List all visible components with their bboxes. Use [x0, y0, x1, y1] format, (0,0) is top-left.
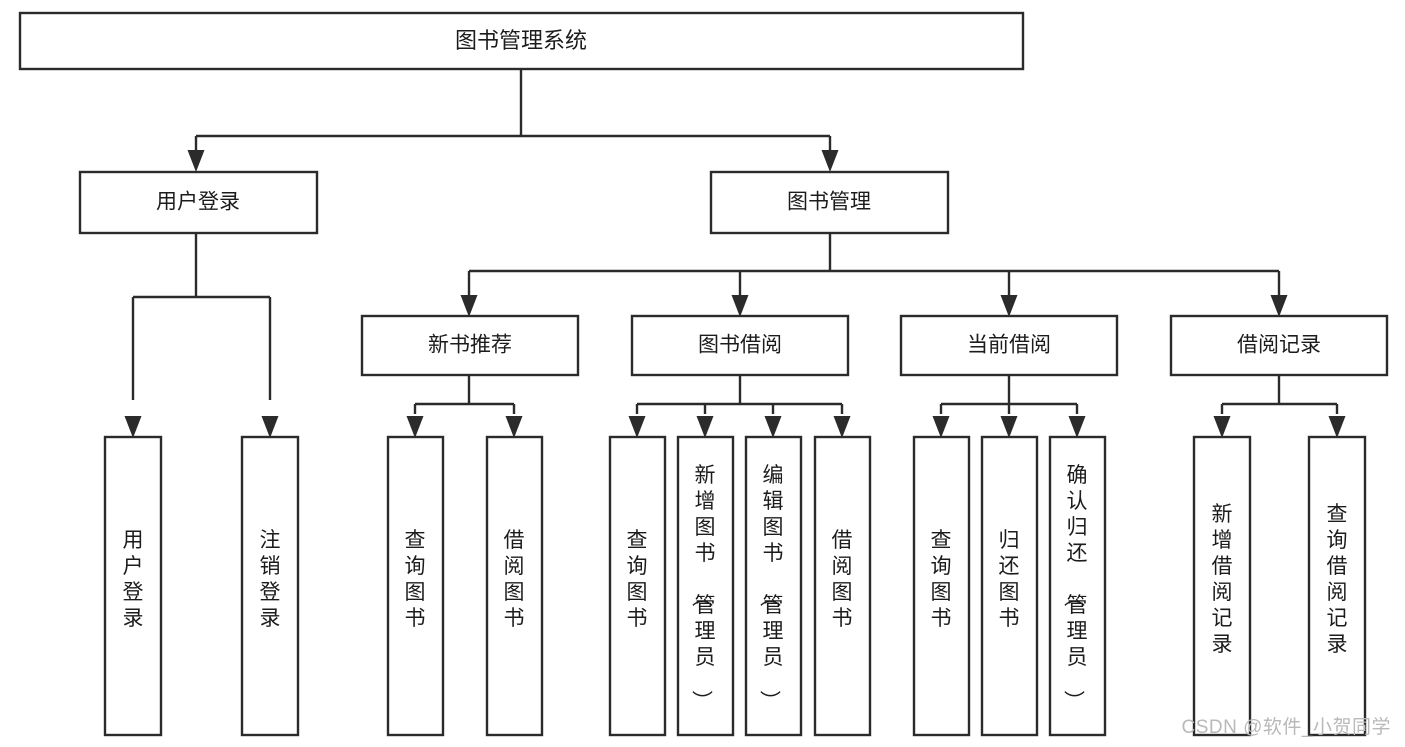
arrow-to-leaf-borrow-book-1 [505, 416, 523, 438]
leaf-return-book-label: 归还图书 [999, 529, 1020, 630]
node-root-label: 图书管理系统 [455, 28, 587, 53]
leaf-query-borrow-record[interactable]: 查询借阅记录 [1307, 435, 1367, 737]
node-new-book-recommend[interactable]: 新书推荐 [360, 314, 580, 377]
node-borrow-record-label: 借阅记录 [1237, 334, 1321, 357]
leaf-query-borrow-record-box[interactable] [1307, 435, 1367, 737]
connector-layer [124, 69, 1346, 438]
arrow-to-leaf-edit-book-admin [764, 416, 782, 438]
leaf-logout-login-box[interactable] [240, 435, 300, 737]
node-borrow-record[interactable]: 借阅记录 [1169, 314, 1389, 377]
leaf-edit-book-admin[interactable]: 编辑图书（管理员） [744, 435, 803, 737]
arrow-to-leaf-query-borrow-record [1328, 416, 1346, 438]
arrow-to-book-borrow [731, 295, 749, 317]
leaf-query-book-3-label: 查询图书 [931, 529, 952, 630]
arrow-to-leaf-query-book-2 [628, 416, 646, 438]
leaf-add-book-admin[interactable]: 新增图书（管理员） [676, 435, 735, 737]
leaf-user-login-label: 用户登录 [123, 529, 144, 630]
leaf-add-borrow-record-box[interactable] [1192, 435, 1252, 737]
node-user-login-label: 用户登录 [156, 191, 240, 214]
arrow-to-leaf-logout-login [261, 416, 279, 438]
leaf-query-borrow-record-label: 查询借阅记录 [1327, 503, 1348, 656]
arrow-to-leaf-query-book-1 [406, 416, 424, 438]
leaf-user-login-box[interactable] [103, 435, 163, 737]
leaf-query-book-3[interactable]: 查询图书 [912, 435, 971, 737]
leaf-nodes-layer: 用户登录 注销登录 查询图书 借阅图书 查询图书 新增图书（管理员） [103, 435, 1367, 737]
leaf-query-book-2[interactable]: 查询图书 [608, 435, 667, 737]
leaf-edit-book-admin-box[interactable] [744, 435, 803, 737]
leaf-borrow-book-1-label: 借阅图书 [504, 529, 525, 630]
arrow-to-borrow-record [1270, 295, 1288, 317]
leaf-return-book-box[interactable] [980, 435, 1039, 737]
csdn-watermark: CSDN @软件_小贺同学 [1181, 717, 1391, 738]
leaf-add-borrow-record-label: 新增借阅记录 [1212, 503, 1233, 656]
node-borrow-record-box[interactable] [1169, 314, 1389, 377]
node-root[interactable]: 图书管理系统 [18, 11, 1025, 71]
node-book-manage-box[interactable] [709, 170, 950, 235]
node-user-login[interactable]: 用户登录 [78, 170, 319, 235]
arrow-to-current-borrow [1000, 295, 1018, 317]
node-root-box[interactable] [18, 11, 1025, 71]
leaf-logout-login[interactable]: 注销登录 [240, 435, 300, 737]
node-user-login-box[interactable] [78, 170, 319, 235]
arrow-to-leaf-query-book-3 [932, 416, 950, 438]
arrow-to-leaf-user-login [124, 416, 142, 438]
leaf-query-book-2-label: 查询图书 [627, 529, 648, 630]
leaf-query-book-3-box[interactable] [912, 435, 971, 737]
leaf-add-book-admin-box[interactable] [676, 435, 735, 737]
node-new-book-recommend-label: 新书推荐 [428, 334, 512, 357]
leaf-user-login[interactable]: 用户登录 [103, 435, 163, 737]
arrow-root-to-book-manage [821, 150, 839, 172]
leaf-query-book-1-box[interactable] [386, 435, 445, 737]
leaf-confirm-return-admin[interactable]: 确认归还（管理员） [1048, 435, 1107, 737]
node-book-manage[interactable]: 图书管理 [709, 170, 950, 235]
leaf-query-book-2-box[interactable] [608, 435, 667, 737]
leaf-query-book-1-label: 查询图书 [405, 529, 426, 630]
node-current-borrow-box[interactable] [899, 314, 1119, 377]
arrow-to-new-book-recommend [460, 295, 478, 317]
leaf-add-book-admin-label: 新增图书（管理员） [690, 464, 716, 711]
leaf-query-book-1[interactable]: 查询图书 [386, 435, 445, 737]
leaf-add-borrow-record[interactable]: 新增借阅记录 [1192, 435, 1252, 737]
node-book-manage-label: 图书管理 [787, 191, 871, 214]
leaf-edit-book-admin-label: 编辑图书（管理员） [758, 464, 784, 711]
node-book-borrow-box[interactable] [630, 314, 850, 377]
leaf-return-book[interactable]: 归还图书 [980, 435, 1039, 737]
arrow-root-to-user-login [187, 150, 205, 172]
node-book-borrow[interactable]: 图书借阅 [630, 314, 850, 377]
arrow-to-leaf-return-book [1000, 416, 1018, 438]
leaf-borrow-book-2-label: 借阅图书 [832, 529, 853, 630]
node-book-borrow-label: 图书借阅 [698, 334, 782, 357]
arrow-to-leaf-borrow-book-2 [833, 416, 851, 438]
leaf-borrow-book-1[interactable]: 借阅图书 [485, 435, 544, 737]
node-current-borrow-label: 当前借阅 [967, 334, 1051, 357]
leaf-borrow-book-1-box[interactable] [485, 435, 544, 737]
leaf-borrow-book-2-box[interactable] [813, 435, 872, 737]
node-current-borrow[interactable]: 当前借阅 [899, 314, 1119, 377]
arrow-to-leaf-add-borrow-record [1213, 416, 1231, 438]
node-new-book-recommend-box[interactable] [360, 314, 580, 377]
leaf-logout-login-label: 注销登录 [260, 529, 281, 630]
leaf-confirm-return-admin-label: 确认归还（管理员） [1062, 464, 1088, 711]
arrow-to-leaf-add-book-admin [696, 416, 714, 438]
arrow-to-leaf-confirm-return-admin [1068, 416, 1086, 438]
leaf-confirm-return-admin-box[interactable] [1048, 435, 1107, 737]
leaf-borrow-book-2[interactable]: 借阅图书 [813, 435, 872, 737]
